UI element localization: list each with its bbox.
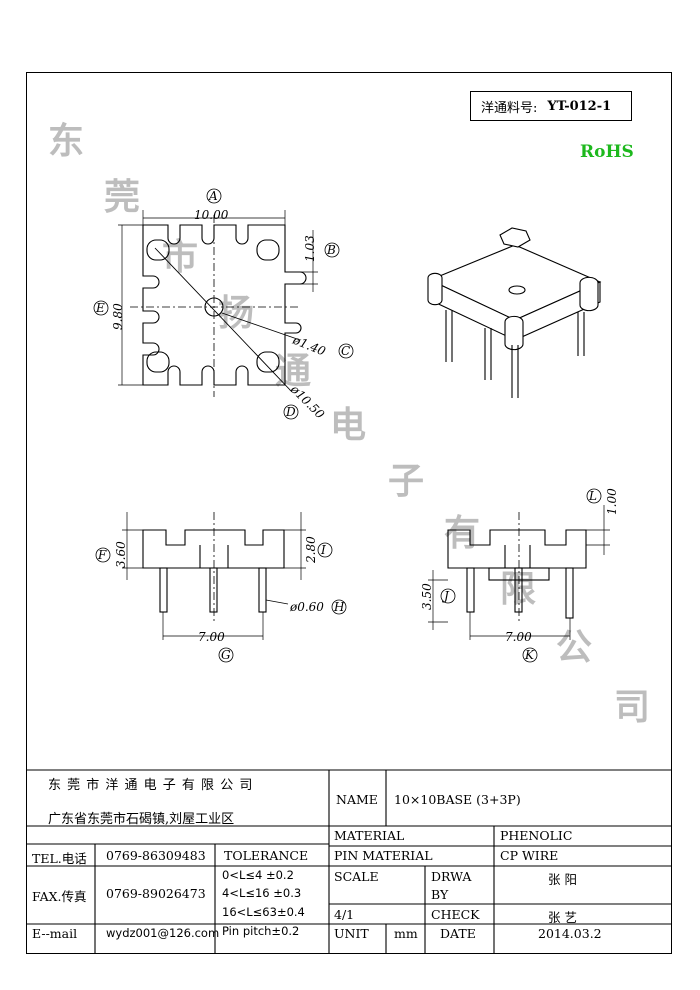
watermark-char: 司 (614, 687, 651, 728)
label-h: H (333, 600, 345, 614)
label-j: J (441, 589, 450, 603)
watermark-char: 限 (500, 569, 537, 610)
front-view (122, 512, 306, 640)
label-k: K (524, 648, 535, 662)
tel-label: TEL.电话 (32, 851, 87, 866)
watermark-char: 子 (388, 461, 425, 502)
dim-slot-b: 1.03 (303, 235, 317, 262)
watermark-char: 电 (330, 405, 367, 446)
side-view-labels: J 3.50 L 1.00 7.00 K (420, 488, 619, 663)
part-name: 10×10BASE (3+3P) (394, 792, 521, 807)
dim-side-l: 1.00 (605, 488, 619, 515)
label-i: I (320, 543, 326, 557)
label-a: A (208, 189, 218, 203)
label-f: F (97, 548, 107, 562)
email-value: wydz001@126.com (106, 926, 220, 940)
tolerance-row-1: 0<L≤4 ±0.2 (222, 868, 294, 882)
label-g: G (221, 648, 231, 662)
email-label: E--mail (32, 926, 78, 941)
company-name: 东 莞 市 洋 通 电 子 有 限 公 司 (48, 778, 254, 793)
unit-value: mm (394, 926, 418, 941)
dim-front-inner: 2.80 (304, 536, 318, 564)
check-label: CHECK (431, 907, 480, 922)
rohs-mark: RoHS (580, 142, 634, 162)
watermark-char: 莞 (104, 177, 141, 218)
dim-height-top: 9.80 (111, 303, 125, 330)
name-label: NAME (336, 792, 378, 807)
dim-hole-c: ø1.40 (290, 332, 328, 358)
top-view (118, 210, 318, 397)
date-label: DATE (440, 926, 476, 941)
date-value: 2014.03.2 (538, 926, 602, 941)
part-number-value: YT-012-1 (547, 98, 612, 114)
dim-pin-dia: ø0.60 (289, 600, 324, 614)
watermark-char: 公 (556, 627, 593, 668)
tolerance-row-2: 4<L≤16 ±0.3 (222, 886, 302, 900)
dim-pitch-g: 7.00 (198, 630, 225, 644)
label-c: C (341, 344, 350, 358)
title-block-grid (26, 769, 672, 954)
front-view-labels: F 3.60 2.80 I ø0.60 H 7.00 G (95, 536, 347, 663)
checked-by: 张 艺 (548, 910, 577, 925)
tel-value: 0769-86309483 (106, 848, 206, 863)
part-number-label: 洋通料号: (481, 100, 538, 116)
dim-width-top: 10.00 (194, 208, 229, 222)
fax-label: FAX.传真 (32, 889, 87, 904)
label-d: D (285, 405, 296, 419)
watermark-char: 有 (444, 513, 481, 554)
dim-pitch-k: 7.00 (505, 630, 532, 644)
unit-label: UNIT (334, 926, 369, 941)
drawn-by: 张 阳 (548, 872, 577, 887)
label-b: B (326, 243, 336, 257)
pin-material-value: CP WIRE (500, 848, 559, 863)
tolerance-row-4: Pin pitch±0.2 (222, 924, 300, 938)
material-label: MATERIAL (334, 828, 405, 843)
side-view (428, 505, 610, 640)
dim-side-j: 3.50 (420, 583, 434, 610)
title-block: 东 莞 市 洋 通 电 子 有 限 公 司 广东省东莞市石碣镇,刘屋工业区 NA… (26, 770, 672, 954)
drawing-border (26, 72, 672, 954)
label-e: E (95, 301, 105, 315)
part-number-box: 洋通料号: YT-012-1 (470, 91, 632, 121)
isometric-view (427, 227, 602, 398)
pin-material-label: PIN MATERIAL (334, 848, 433, 863)
company-address: 广东省东莞市石碣镇,刘屋工业区 (48, 812, 235, 827)
drawn-label-2: BY (431, 887, 449, 902)
top-view-labels: A 10.00 1.03 B E 9.80 ø1.40 C ø10.50 D (93, 188, 354, 422)
material-value: PHENOLIC (500, 828, 573, 843)
tolerance-row-3: 16<L≤63±0.4 (222, 905, 305, 919)
fax-value: 0769-89026473 (106, 886, 206, 901)
scale-value: 4/1 (334, 907, 355, 922)
dim-front-height: 3.60 (114, 541, 128, 568)
scale-label: SCALE (334, 869, 379, 884)
tolerance-label: TOLERANCE (224, 848, 309, 863)
label-l: L (588, 489, 597, 503)
watermark-char: 东 (48, 121, 85, 162)
drawn-label-1: DRWA (431, 869, 472, 884)
